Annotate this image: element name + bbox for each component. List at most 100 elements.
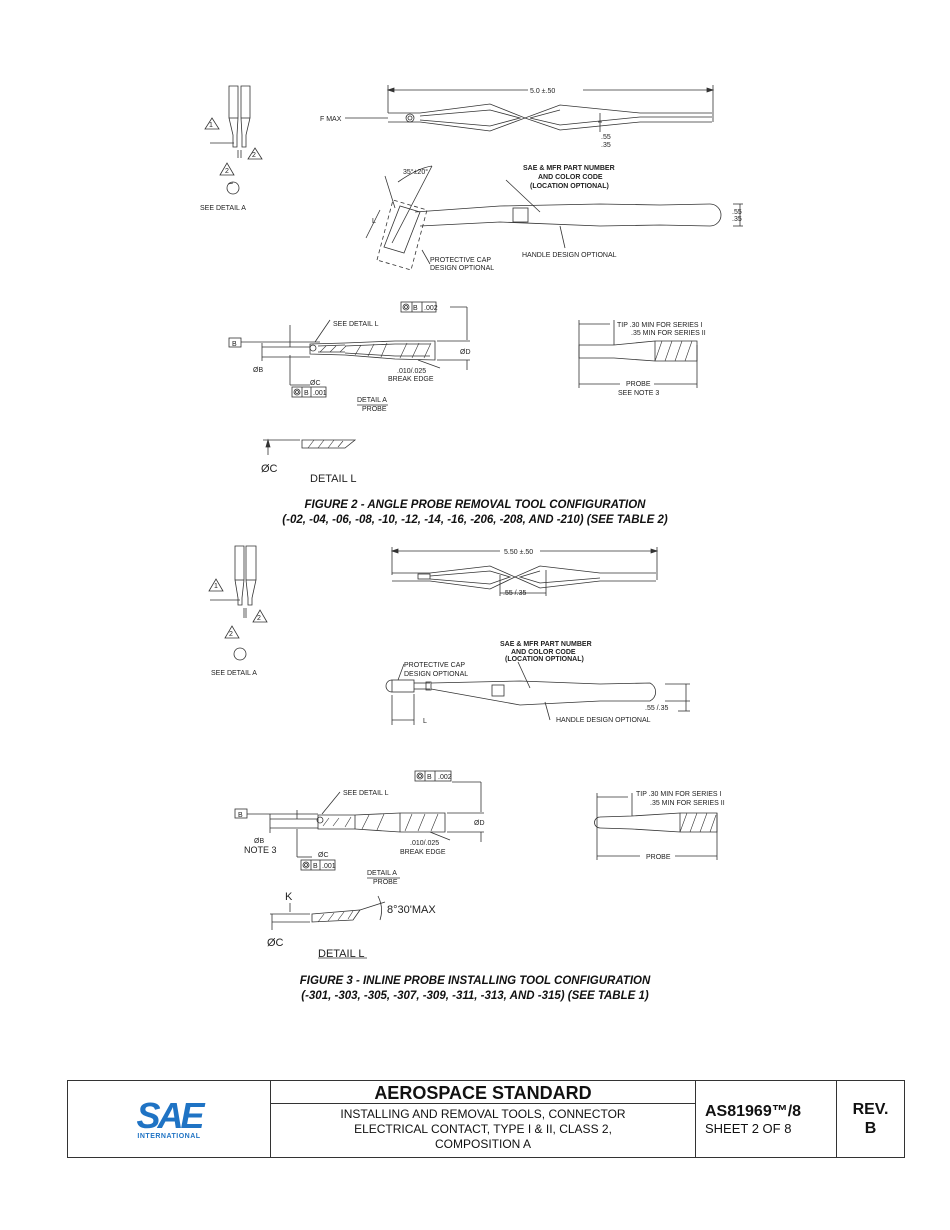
fig3-dia-b: ØB bbox=[254, 838, 264, 845]
fig3-note2-flag: 2 bbox=[257, 615, 261, 622]
fig2-probe-note: SEE NOTE 3 bbox=[618, 390, 659, 397]
fig2-handle-design: HANDLE DESIGN OPTIONAL bbox=[522, 252, 617, 259]
fig3-detail-l-dia: ØC bbox=[267, 937, 284, 949]
fig2-tip-note-2: .35 MIN FOR SERIES II bbox=[631, 330, 706, 337]
fig3-angle-label: 8°30'MAX bbox=[387, 904, 436, 916]
fig2-angle-label: 35°±20° bbox=[403, 168, 428, 176]
fig2-break-edge-2: BREAK EDGE bbox=[388, 376, 434, 383]
fig2-dia-d: ØD bbox=[460, 349, 471, 356]
fig3-note1-flag: 1 bbox=[214, 583, 218, 590]
fig3-part-number-label-3: (LOCATION OPTIONAL) bbox=[505, 656, 584, 663]
document-subtitle-line-1: INSTALLING AND REMOVAL TOOLS, CONNECTOR bbox=[340, 1107, 626, 1121]
fig3-protective-cap-2: DESIGN OPTIONAL bbox=[404, 671, 468, 678]
fig3-tip-note-1: TIP .30 MIN FOR SERIES I bbox=[636, 791, 722, 798]
fig2-break-edge-1: .010/.025 bbox=[397, 368, 426, 375]
fig2-part-number-label-2: AND COLOR CODE bbox=[538, 174, 603, 181]
fig3-probe-right-view bbox=[594, 793, 718, 860]
revision-label: REV. bbox=[852, 1101, 889, 1118]
fig3-length-dim: 5.50 ±.50 bbox=[504, 549, 533, 556]
fig3-tip-side-view bbox=[208, 545, 268, 661]
document-heading: AEROSPACE STANDARD bbox=[271, 1081, 695, 1104]
fig3-dia-c: ØC bbox=[318, 852, 329, 859]
revision-cell: REV. B bbox=[837, 1081, 904, 1157]
revision-value: B bbox=[864, 1120, 877, 1137]
fig3-handle-design: HANDLE DESIGN OPTIONAL bbox=[556, 717, 651, 724]
fig3-handle-dim: .55 /.35 bbox=[645, 705, 668, 712]
fig2-length-label: L bbox=[372, 218, 376, 225]
fig2-probe-right-view bbox=[578, 320, 698, 388]
document-subtitle-line-2: ELECTRICAL CONTACT, TYPE I & II, CLASS 2… bbox=[354, 1122, 612, 1136]
fig3-break-edge-1: .010/.025 bbox=[410, 840, 439, 847]
fig2-dia-b: ØB bbox=[253, 367, 263, 374]
fig2-fcf-top-datum: B bbox=[413, 305, 418, 312]
fig3-note3: NOTE 3 bbox=[244, 845, 277, 855]
fig2-length-dim: 5.0 ±.50 bbox=[530, 88, 555, 95]
fig2-tip-note-1: TIP .30 MIN FOR SERIES I bbox=[617, 322, 703, 329]
fig3-fcf-bottom-datum: B bbox=[313, 863, 318, 870]
fig3-detail-a-title: DETAIL A bbox=[367, 870, 397, 877]
fig3-fcf-bottom: .001 bbox=[322, 863, 336, 870]
fig2-tip-side-view bbox=[204, 85, 263, 195]
fig3-fcf-top: .002 bbox=[438, 774, 452, 781]
fig3-detail-l bbox=[270, 895, 386, 959]
figure-2-caption: FIGURE 2 - ANGLE PROBE REMOVAL TOOL CONF… bbox=[0, 498, 950, 528]
document-subtitle: INSTALLING AND REMOVAL TOOLS, CONNECTOR … bbox=[271, 1104, 695, 1157]
technical-drawing: 5.0 ±.50 F MAX .55 .35 1 2 2 SEE DETAIL … bbox=[200, 85, 743, 960]
fig3-probe-label: PROBE bbox=[646, 854, 671, 861]
figure-3-caption: FIGURE 3 - INLINE PROBE INSTALLING TOOL … bbox=[0, 974, 950, 1004]
fig2-part-number-label-3: (LOCATION OPTIONAL) bbox=[530, 183, 609, 190]
fig2-dia-c: ØC bbox=[310, 380, 321, 387]
fig2-detail-a-title: DETAIL A bbox=[357, 397, 387, 404]
figure-2-caption-line-1: FIGURE 2 - ANGLE PROBE REMOVAL TOOL CONF… bbox=[304, 499, 646, 511]
fig3-width-dim: .55 /.35 bbox=[503, 590, 526, 597]
fig3-protective-cap-1: PROTECTIVE CAP bbox=[404, 662, 465, 669]
fig2-note2-flag: 2 bbox=[252, 152, 256, 159]
sae-logo-subtext: INTERNATIONAL bbox=[137, 1132, 201, 1140]
fig2-see-detail-a: SEE DETAIL A bbox=[200, 205, 246, 212]
fig3-inline-tool-view bbox=[385, 661, 690, 725]
fig3-tool-top-view bbox=[390, 547, 659, 596]
figure-3-caption-line-2: (-301, -303, -305, -307, -309, -311, -31… bbox=[301, 990, 649, 1002]
fig2-protective-cap-2: DESIGN OPTIONAL bbox=[430, 265, 494, 272]
fig3-tip-note-2: .35 MIN FOR SERIES II bbox=[650, 800, 725, 807]
sheet-number: SHEET 2 OF 8 bbox=[705, 1120, 792, 1136]
fig3-length-label: L bbox=[423, 718, 427, 725]
figure-2-caption-line-2: (-02, -04, -06, -08, -10, -12, -14, -16,… bbox=[282, 514, 668, 526]
sae-logo-mark: SAE bbox=[136, 1094, 204, 1136]
fig3-datum-b: B bbox=[238, 812, 243, 819]
fig3-part-number-label-2: AND COLOR CODE bbox=[511, 649, 576, 656]
fig2-fmax-label: F MAX bbox=[320, 116, 342, 123]
fig2-fcf-bottom: .001 bbox=[313, 390, 327, 397]
fig2-tool-top-view bbox=[345, 85, 715, 132]
fig2-detail-l-dia: ØC bbox=[261, 463, 278, 475]
document-number-cell: AS81969™/8 SHEET 2 OF 8 bbox=[696, 1081, 837, 1157]
fig2-handle-dim-min: .35 bbox=[732, 216, 742, 223]
document-subtitle-line-3: COMPOSITION A bbox=[434, 1137, 531, 1151]
fig3-fcf-top-datum: B bbox=[427, 774, 432, 781]
fig2-detail-a-probe bbox=[228, 301, 470, 406]
fig2-protective-cap-1: PROTECTIVE CAP bbox=[430, 257, 491, 264]
fig2-note1-flag: 1 bbox=[209, 122, 213, 129]
fig2-detail-l-title: DETAIL L bbox=[310, 473, 356, 485]
fig2-note2-flag-b: 2 bbox=[225, 168, 229, 175]
fig2-probe-label: PROBE bbox=[626, 381, 651, 388]
fig3-note2-flag-b: 2 bbox=[229, 631, 233, 638]
fig2-width-dim: .55 bbox=[601, 134, 611, 141]
fig2-angle-tool-view bbox=[365, 165, 743, 271]
fig3-detail-l-title: DETAIL L bbox=[318, 948, 364, 960]
title-block-description: AEROSPACE STANDARD INSTALLING AND REMOVA… bbox=[271, 1081, 696, 1157]
fig2-detail-a-subtitle: PROBE bbox=[362, 406, 387, 413]
fig2-width-dim-min: .35 bbox=[601, 142, 611, 149]
fig3-break-edge-2: BREAK EDGE bbox=[400, 849, 446, 856]
fig3-see-detail-l: SEE DETAIL L bbox=[343, 790, 389, 797]
fig3-dia-d: ØD bbox=[474, 820, 485, 827]
fig2-detail-l bbox=[263, 438, 357, 455]
fig2-datum-b: B bbox=[232, 341, 237, 348]
fig3-detail-a-probe bbox=[234, 770, 484, 879]
document-number: AS81969™/8 bbox=[705, 1102, 802, 1120]
fig2-part-number-label-1: SAE & MFR PART NUMBER bbox=[523, 165, 615, 172]
fig2-fcf-bottom-datum: B bbox=[304, 390, 309, 397]
figure-3-caption-line-1: FIGURE 3 - INLINE PROBE INSTALLING TOOL … bbox=[299, 975, 651, 987]
fig2-fcf-top: .002 bbox=[424, 305, 438, 312]
fig3-part-number-label-1: SAE & MFR PART NUMBER bbox=[500, 641, 592, 648]
